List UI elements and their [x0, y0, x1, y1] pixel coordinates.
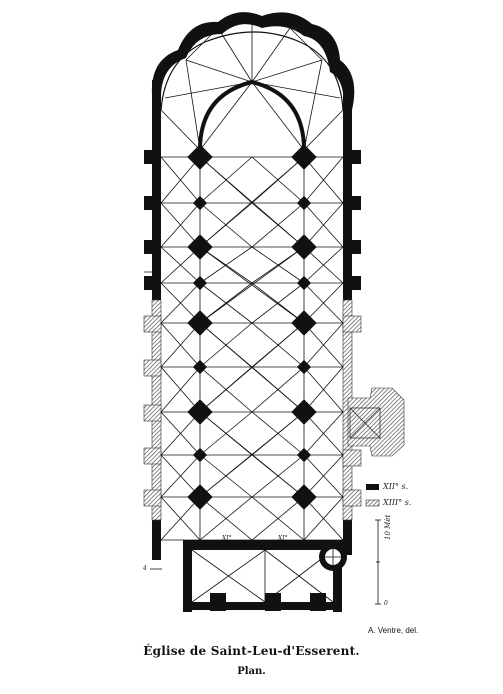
pier: [187, 144, 213, 170]
legend-label-twelfth: XII° s.: [383, 482, 409, 491]
pier: [192, 195, 208, 211]
vault-rib: [160, 282, 201, 324]
pier: [296, 359, 312, 375]
nave-vaults: [160, 150, 344, 541]
pier: [187, 484, 213, 510]
draftsman-credit: A. Ventre, del.: [368, 626, 419, 635]
vault-rib: [303, 246, 344, 284]
vault-rib: [160, 322, 201, 368]
vault-rib: [303, 322, 344, 368]
vault-rib: [303, 202, 344, 248]
vault-rib: [303, 282, 344, 324]
vault-rib: [303, 454, 344, 498]
vault-rib: [251, 282, 305, 324]
pier: [291, 234, 317, 260]
vault-rib: [160, 454, 201, 498]
walls-twelfth-century: [144, 80, 361, 612]
vault-rib: [199, 496, 253, 541]
vault-rib: [199, 322, 305, 413]
pier: [192, 275, 208, 291]
vault-rib: [199, 246, 305, 324]
pier: [192, 447, 208, 463]
vault-rib: [160, 366, 201, 413]
walls-thirteenth-century: [143, 299, 405, 521]
stair-turret: [319, 543, 347, 571]
pier: [291, 484, 317, 510]
legend-swatch-thirteenth: [365, 499, 380, 507]
scale-label: 10 Mèt: [384, 514, 392, 540]
nave-piers: [187, 144, 317, 510]
pier: [291, 144, 317, 170]
vault-rib: [251, 496, 305, 541]
vault-rib: [199, 411, 305, 498]
legend-swatch-twelfth: [366, 484, 379, 490]
scale-bar: [375, 519, 381, 605]
vault-rib: [199, 246, 253, 284]
apse-ribs: [160, 22, 344, 151]
vault-rib: [303, 411, 344, 456]
scale-zero: 0: [384, 600, 388, 607]
vault-rib: [160, 156, 201, 204]
pier: [187, 234, 213, 260]
plan-subtitle: Plan.: [237, 666, 266, 677]
north-passage: [144, 271, 161, 279]
pier: [296, 447, 312, 463]
pier: [192, 359, 208, 375]
pier: [187, 310, 213, 336]
pier: [296, 195, 312, 211]
vault-rib: [160, 202, 201, 248]
vault-rib: [303, 366, 344, 413]
side-porch-detail: [349, 407, 381, 439]
pier: [291, 399, 317, 425]
legend-label-thirteenth: XIII° s.: [383, 498, 412, 507]
pier: [296, 275, 312, 291]
axis-mark-label: 4: [143, 565, 147, 572]
pier: [187, 399, 213, 425]
vault-rib: [303, 156, 344, 204]
vault-rib: [303, 496, 344, 541]
tower-label-right: XI°: [278, 535, 288, 542]
vault-rib: [199, 156, 305, 248]
vault-rib: [160, 411, 201, 456]
legend: [365, 484, 380, 507]
pier: [291, 310, 317, 336]
vault-rib: [160, 496, 201, 541]
plan-title: Église de Saint-Leu-d'Esserent.: [143, 644, 360, 658]
tower-label-left: XI°: [222, 535, 232, 542]
